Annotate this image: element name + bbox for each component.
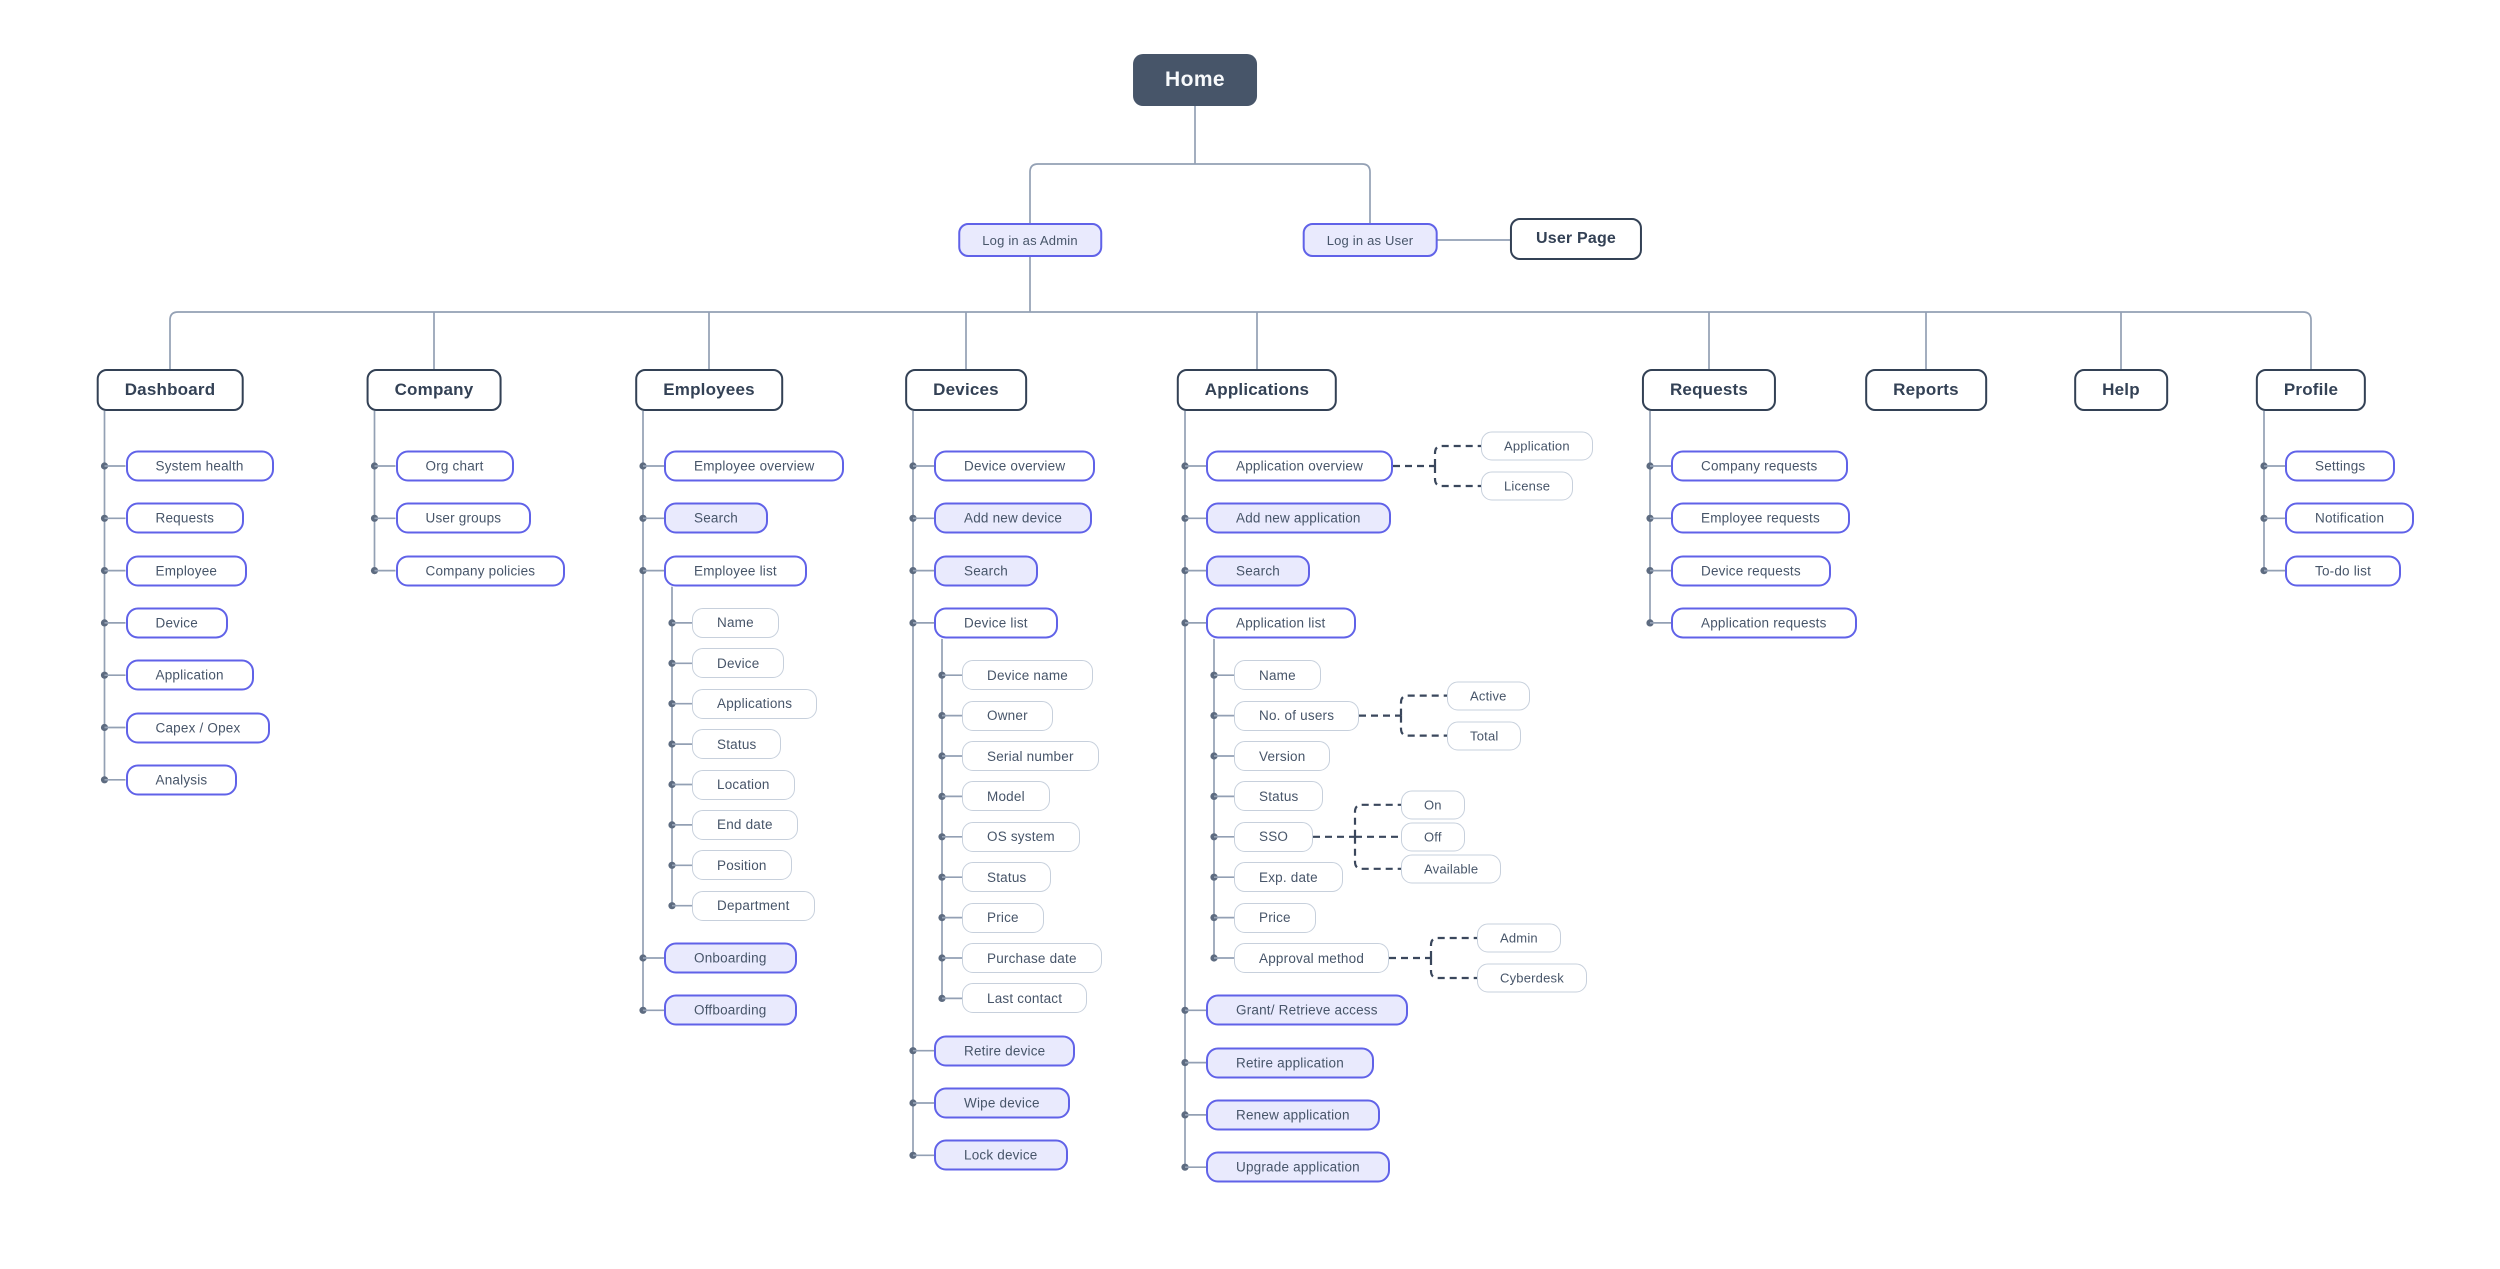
section-reports[interactable]: Reports xyxy=(1865,369,1987,411)
dashed-connector xyxy=(1353,803,1401,837)
node-application[interactable]: Application xyxy=(125,659,254,691)
node-no-of-users[interactable]: No. of users xyxy=(1234,700,1360,731)
node-owner[interactable]: Owner xyxy=(962,700,1053,731)
node-status[interactable]: Status xyxy=(692,729,782,760)
node-search[interactable]: Search xyxy=(664,502,768,534)
node-os-system[interactable]: OS system xyxy=(962,821,1080,852)
node-log-in-as-user[interactable]: Log in as User xyxy=(1302,223,1438,257)
section-applications[interactable]: Applications xyxy=(1176,369,1338,411)
section-devices[interactable]: Devices xyxy=(905,369,1027,411)
connector-line xyxy=(169,311,2312,369)
node-employee-overview[interactable]: Employee overview xyxy=(664,450,845,482)
node-model[interactable]: Model xyxy=(962,781,1050,812)
section-employees[interactable]: Employees xyxy=(635,369,783,411)
dashed-connector xyxy=(1399,715,1447,737)
node-name[interactable]: Name xyxy=(1234,660,1321,691)
node-status[interactable]: Status xyxy=(1234,781,1324,812)
dashed-connector xyxy=(1429,958,1477,980)
node-name[interactable]: Name xyxy=(692,607,779,638)
node-system-health[interactable]: System health xyxy=(125,450,274,482)
node-notification[interactable]: Notification xyxy=(2285,502,2415,534)
node-department[interactable]: Department xyxy=(692,890,815,921)
node-add-new-application[interactable]: Add new application xyxy=(1206,502,1391,534)
node-search[interactable]: Search xyxy=(1206,555,1310,587)
node-application-list[interactable]: Application list xyxy=(1206,607,1356,639)
node-available[interactable]: Available xyxy=(1401,854,1502,884)
node-capex-opex[interactable]: Capex / Opex xyxy=(125,712,271,743)
node-license[interactable]: License xyxy=(1481,471,1574,501)
node-retire-device[interactable]: Retire device xyxy=(934,1035,1076,1067)
node-applications[interactable]: Applications xyxy=(692,688,818,719)
node-price[interactable]: Price xyxy=(1234,902,1316,933)
node-device-list[interactable]: Device list xyxy=(934,607,1058,639)
node-device-name[interactable]: Device name xyxy=(962,660,1093,691)
node-location[interactable]: Location xyxy=(692,769,795,800)
node-org-chart[interactable]: Org chart xyxy=(395,450,514,482)
node-offboarding[interactable]: Offboarding xyxy=(664,994,797,1026)
node-add-new-device[interactable]: Add new device xyxy=(934,502,1093,534)
node-admin[interactable]: Admin xyxy=(1477,923,1561,953)
node-company-policies[interactable]: Company policies xyxy=(395,555,566,587)
dashed-connector xyxy=(1399,694,1447,716)
node-grant-retrieve-access[interactable]: Grant/ Retrieve access xyxy=(1206,994,1408,1026)
node-user-groups[interactable]: User groups xyxy=(395,502,532,534)
node-last-contact[interactable]: Last contact xyxy=(962,983,1088,1014)
section-dashboard[interactable]: Dashboard xyxy=(96,369,244,411)
node-serial-number[interactable]: Serial number xyxy=(962,741,1099,771)
node-exp-date[interactable]: Exp. date xyxy=(1234,862,1343,893)
node-on[interactable]: On xyxy=(1401,790,1465,820)
node-price[interactable]: Price xyxy=(962,902,1044,933)
node-onboarding[interactable]: Onboarding xyxy=(664,942,797,974)
connector-line xyxy=(1029,163,1371,223)
node-upgrade-application[interactable]: Upgrade application xyxy=(1206,1151,1390,1183)
node-active[interactable]: Active xyxy=(1447,681,1530,711)
section-profile[interactable]: Profile xyxy=(2255,369,2367,411)
node-to-do-list[interactable]: To-do list xyxy=(2285,555,2402,587)
section-requests[interactable]: Requests xyxy=(1641,369,1777,411)
node-device[interactable]: Device xyxy=(692,648,785,679)
dashed-connector xyxy=(1353,836,1401,870)
node-renew-application[interactable]: Renew application xyxy=(1206,1099,1380,1131)
node-device[interactable]: Device xyxy=(125,607,228,639)
dashed-connector xyxy=(1433,466,1481,488)
node-application-overview[interactable]: Application overview xyxy=(1206,450,1394,482)
node-lock-device[interactable]: Lock device xyxy=(934,1139,1068,1171)
node-position[interactable]: Position xyxy=(692,850,792,881)
node-cyberdesk[interactable]: Cyberdesk xyxy=(1477,963,1587,993)
node-end-date[interactable]: End date xyxy=(692,809,798,840)
node-device-requests[interactable]: Device requests xyxy=(1671,555,1831,587)
node-application[interactable]: Application xyxy=(1481,431,1593,461)
node-purchase-date[interactable]: Purchase date xyxy=(962,943,1102,973)
dashed-connector xyxy=(1429,936,1477,958)
node-home[interactable]: Home xyxy=(1133,54,1257,106)
node-sso[interactable]: SSO xyxy=(1234,821,1314,852)
node-retire-application[interactable]: Retire application xyxy=(1206,1047,1374,1079)
node-user-page[interactable]: User Page xyxy=(1509,218,1643,260)
node-off[interactable]: Off xyxy=(1401,822,1465,852)
node-wipe-device[interactable]: Wipe device xyxy=(934,1087,1070,1119)
node-device-overview[interactable]: Device overview xyxy=(934,450,1096,482)
node-employee-list[interactable]: Employee list xyxy=(664,555,807,587)
node-analysis[interactable]: Analysis xyxy=(125,764,238,796)
node-approval-method[interactable]: Approval method xyxy=(1234,943,1390,973)
node-status[interactable]: Status xyxy=(962,862,1052,893)
node-employee[interactable]: Employee xyxy=(125,555,248,587)
node-search[interactable]: Search xyxy=(934,555,1038,587)
node-requests[interactable]: Requests xyxy=(125,502,245,534)
dashed-connector xyxy=(1433,444,1481,466)
node-total[interactable]: Total xyxy=(1447,721,1522,751)
node-version[interactable]: Version xyxy=(1234,741,1331,771)
node-employee-requests[interactable]: Employee requests xyxy=(1671,502,1850,534)
section-help[interactable]: Help xyxy=(2074,369,2168,411)
node-log-in-as-admin[interactable]: Log in as Admin xyxy=(958,223,1102,257)
node-company-requests[interactable]: Company requests xyxy=(1671,450,1848,482)
section-company[interactable]: Company xyxy=(366,369,502,411)
node-application-requests[interactable]: Application requests xyxy=(1671,607,1857,639)
node-settings[interactable]: Settings xyxy=(2285,450,2396,482)
